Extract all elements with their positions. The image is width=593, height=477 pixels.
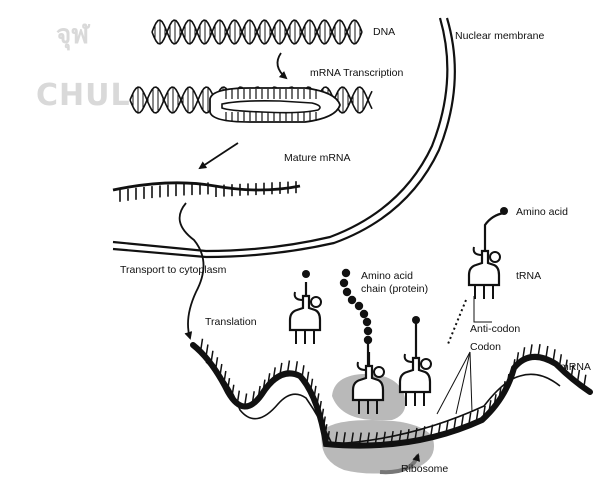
label-anti-codon: Anti-codon — [470, 323, 520, 336]
nuclear-membrane — [113, 18, 455, 257]
mature-mrna-strand — [113, 181, 300, 202]
trna-bound-2 — [400, 316, 431, 406]
trna-approach-dots — [448, 300, 466, 344]
label-amino-acid-chain-1: Amino acid — [361, 270, 413, 283]
label-trna: tRNA — [516, 270, 541, 283]
mature-mrna-arrow — [200, 143, 238, 168]
label-mrna: mRNA — [560, 361, 591, 374]
dna-helix — [152, 20, 362, 44]
label-mrna-transcription: mRNA Transcription — [310, 67, 403, 80]
label-ribosome: Ribosome — [401, 463, 448, 476]
label-mature-mrna: Mature mRNA — [284, 152, 351, 165]
transcription-arrow — [277, 53, 286, 78]
label-transport: Transport to cytoplasm — [120, 264, 226, 277]
label-codon: Codon — [470, 341, 501, 354]
label-nuclear-membrane: Nuclear membrane — [455, 30, 544, 43]
label-translation: Translation — [205, 316, 257, 329]
label-amino-acid-chain-2: chain (protein) — [361, 283, 428, 296]
label-amino-acid: Amino acid — [516, 206, 568, 219]
trna-free-left — [290, 270, 321, 344]
label-dna: DNA — [373, 26, 395, 39]
codon-pointers — [437, 296, 492, 414]
trna-free-right — [469, 207, 508, 299]
transcription-helix — [130, 87, 372, 122]
